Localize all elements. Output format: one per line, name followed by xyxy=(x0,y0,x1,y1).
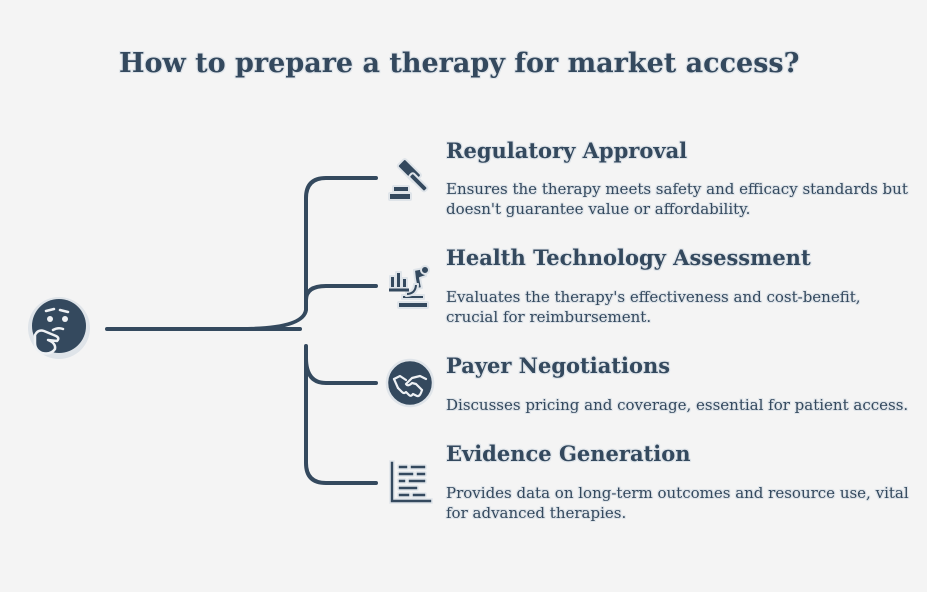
item-title-health-technology-assessment: Health Technology Assessment xyxy=(446,245,811,270)
item-desc-evidence-generation: Provides data on long-term outcomes and … xyxy=(446,484,909,522)
branch-line-4 xyxy=(304,344,378,485)
item-title-evidence-generation: Evidence Generation xyxy=(446,441,691,466)
diagram-title: How to prepare a therapy for market acce… xyxy=(119,48,800,79)
item-desc-regulatory-approval: Ensures the therapy meets safety and eff… xyxy=(446,180,908,218)
gavel-icon xyxy=(388,158,429,201)
microscope-chart-icon xyxy=(389,265,430,309)
item-desc-health-technology-assessment: Evaluates the therapy's effectiveness an… xyxy=(446,288,861,326)
data-chart-icon xyxy=(389,460,433,504)
handshake-icon xyxy=(385,358,435,408)
item-desc-payer-negotiations: Discusses pricing and coverage, essentia… xyxy=(446,396,909,414)
thinking-face-icon xyxy=(28,297,90,359)
item-title-regulatory-approval: Regulatory Approval xyxy=(446,138,688,163)
branch-line-3 xyxy=(304,356,378,385)
item-title-payer-negotiations: Payer Negotiations xyxy=(446,353,671,378)
branch-line-2 xyxy=(304,284,378,302)
branch-line-1 xyxy=(238,176,378,331)
